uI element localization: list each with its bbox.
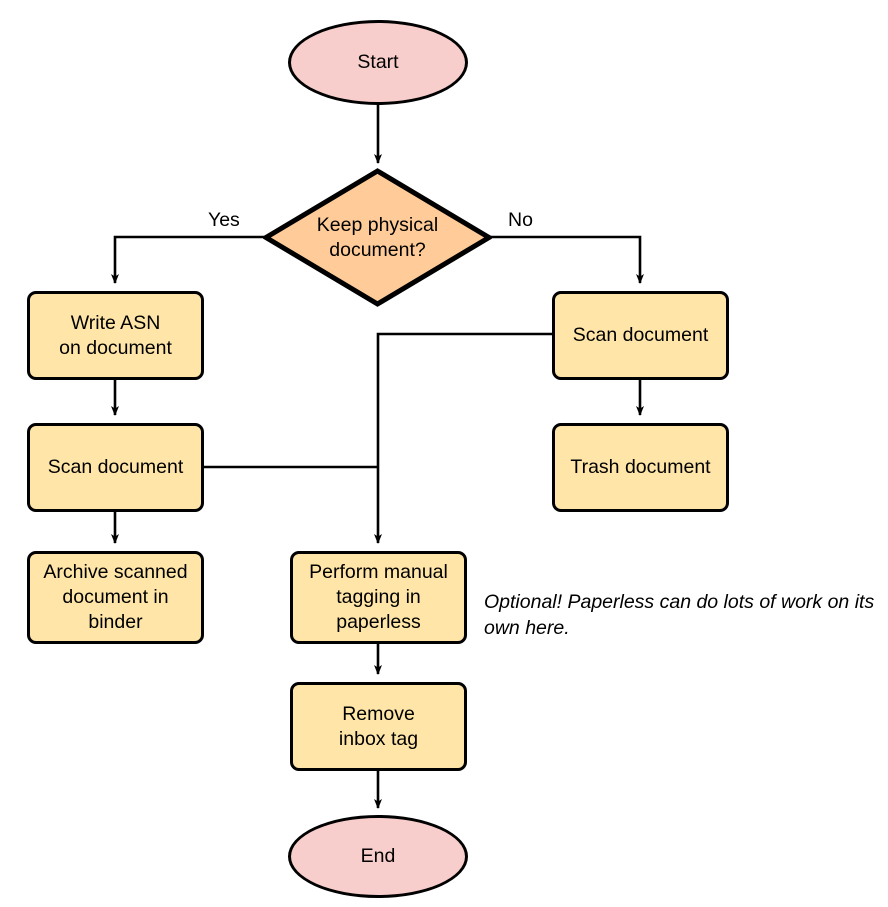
edge-label-yes: Yes <box>208 209 240 232</box>
node-tagging-label: Perform manual tagging in paperless <box>309 561 448 633</box>
edge-scan-right-to-tagging <box>374 332 552 544</box>
annotation-optional-note: Optional! Paperless can do lots of work … <box>484 590 884 642</box>
node-archive-scanned-document[interactable]: Archive scanned document in binder <box>27 551 204 644</box>
edge-label-no-text: No <box>508 209 533 231</box>
node-perform-manual-tagging[interactable]: Perform manual tagging in paperless <box>290 551 467 644</box>
node-end-label: End <box>360 845 396 868</box>
node-scan-document-right-label: Scan document <box>572 324 709 347</box>
annotation-optional-note-text: Optional! Paperless can do lots of work … <box>484 591 875 639</box>
node-write-asn-on-document[interactable]: Write ASN on document <box>27 291 204 380</box>
node-decision-label: Keep physical document? <box>316 213 439 261</box>
edge-decision-no-to-scan-right <box>490 235 644 284</box>
node-start-label: Start <box>357 51 399 74</box>
edge-label-yes-text: Yes <box>208 209 240 231</box>
node-archive-label: Archive scanned document in binder <box>43 561 188 633</box>
node-trash-document[interactable]: Trash document <box>552 423 729 512</box>
node-end[interactable]: End <box>288 815 468 898</box>
node-scan-document-left[interactable]: Scan document <box>27 423 204 512</box>
node-decision-keep-physical-document[interactable]: Keep physical document? <box>263 168 492 307</box>
node-remove-inbox-tag[interactable]: Remove inbox tag <box>290 682 467 771</box>
node-scan-document-left-label: Scan document <box>47 456 184 479</box>
node-write-asn-label: Write ASN on document <box>59 311 172 359</box>
edge-decision-yes-to-write-asn <box>111 235 265 284</box>
node-scan-document-right[interactable]: Scan document <box>552 291 729 380</box>
node-start[interactable]: Start <box>288 20 468 105</box>
edge-label-no: No <box>508 209 533 232</box>
node-remove-inbox-label: Remove inbox tag <box>338 702 419 750</box>
diamond-shape <box>263 168 492 307</box>
node-trash-document-label: Trash document <box>570 456 711 479</box>
